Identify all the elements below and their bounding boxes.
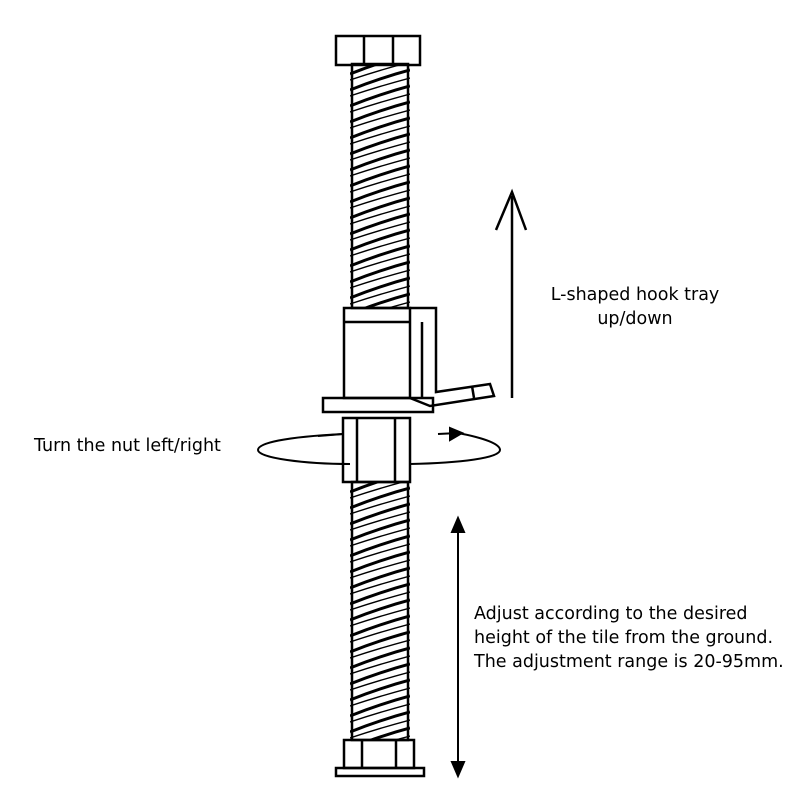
thread-line [350,550,410,574]
thread-shadow [350,639,410,659]
lower-threaded-shaft [350,480,410,742]
washer [321,396,435,414]
thread-shadow [350,527,410,547]
thread-line [350,534,410,558]
thread-line [350,482,382,494]
upper-threaded-shaft [350,62,410,310]
thread-shadow [350,655,410,675]
thread-shadow [350,205,410,225]
thread-shadow [350,64,406,81]
nut-rotation-label: Turn the nut left/right [34,436,221,456]
thread-shadow [350,269,410,289]
thread-shadow [350,125,410,145]
thread-shadow [350,703,410,723]
thread-line [350,646,410,670]
thread-line [350,116,410,140]
thread-line [350,68,410,92]
thread-shadow [350,495,410,515]
thread-line [350,710,410,734]
thread-shadow [350,607,410,627]
thread-shadow [350,559,410,579]
thread-line [350,662,410,686]
bottom-nut [334,738,426,778]
thread-line [350,630,410,654]
hook-tray-label: L-shaped hook tray up/down [550,285,720,329]
thread-line [350,518,410,542]
thread-shadow [350,189,410,209]
thread-line [350,132,410,156]
thread-line [350,694,410,718]
thread-line [350,678,410,702]
thread-shadow [350,719,410,739]
thread-line [350,486,410,510]
thread-line [350,276,410,300]
thread-shadow [350,253,410,273]
thread-line [350,180,410,204]
thread-shadow [385,301,410,308]
thread-line [366,726,410,740]
thread-shadow [350,482,406,499]
thread-line [350,84,410,108]
l-shaped-hook-tray [342,306,496,408]
thread-shadow [350,671,410,691]
thread-shadow [350,623,410,643]
thread-shadow [350,591,410,611]
thread-shadow [350,237,410,257]
thread-line [350,148,410,172]
height-adjustment-label: Adjust according to the desired height o… [474,604,784,672]
thread-shadow [350,687,410,707]
thread-line [350,598,410,622]
double-arrow-icon [450,515,466,779]
thread-line [350,260,410,284]
thread-shadow [350,575,410,595]
bolt-head [334,34,422,67]
thread-shadow [350,77,410,97]
thread-shadow [350,141,410,161]
thread-line [350,502,410,526]
thread-line [350,100,410,124]
thread-shadow [350,285,410,305]
up-arrow-icon [494,188,528,398]
thread-shadow [350,173,410,193]
thread-line [350,228,410,252]
thread-shadow [350,511,410,531]
thread-line [350,212,410,236]
thread-line [350,566,410,590]
thread-line [350,196,410,220]
thread-line [350,64,382,76]
thread-line [350,164,410,188]
thread-line [350,582,410,606]
thread-shadow [392,735,410,740]
rotation-arrow-icon [256,426,502,465]
thread-line [350,244,410,268]
thread-shadow [350,109,410,129]
thread-shadow [350,543,410,563]
thread-line [361,292,410,308]
thread-line [350,614,410,638]
thread-shadow [350,221,410,241]
thread-shadow [350,93,410,113]
adjustment-nut [341,416,412,484]
thread-shadow [350,157,410,177]
